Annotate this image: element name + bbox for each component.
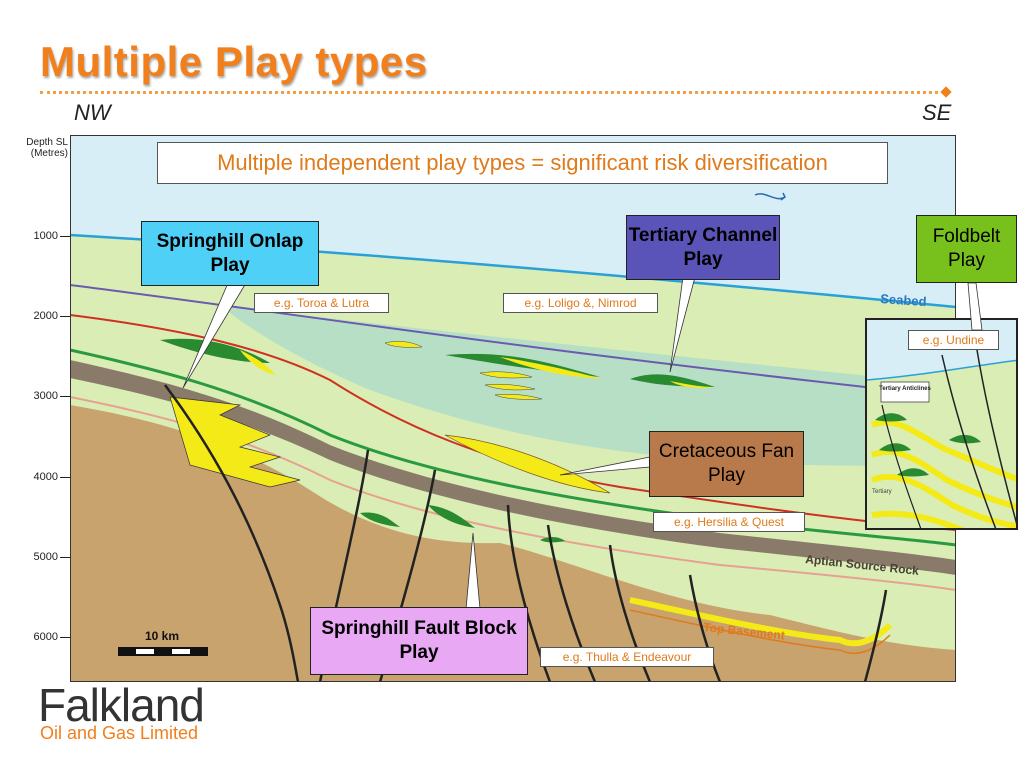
direction-se: SE (922, 100, 952, 125)
foldbelt-inset: Tertiary Anticlines Tertiary (865, 318, 1018, 530)
inset-thrust (941, 354, 997, 528)
fault-line (863, 589, 888, 682)
inset-thrust (881, 404, 922, 528)
channel-lens (494, 393, 543, 400)
seabed-label: Seabed (880, 291, 927, 309)
depth-tick-mark (60, 637, 70, 638)
depth-tick: 5000 (33, 551, 58, 563)
inset-anticline (897, 468, 929, 477)
depth-tick-mark (60, 396, 70, 397)
title-divider (40, 91, 945, 94)
springhill-onlap-play-box: Springhill Onlap Play (141, 221, 319, 286)
foldbelt-play-box: Foldbelt Play (916, 215, 1017, 283)
depth-tick-mark (60, 477, 70, 478)
fault-line (163, 384, 300, 682)
inset-reservoir (870, 419, 1016, 482)
scale-bar-segment (172, 649, 190, 654)
inset-thrust (976, 349, 1016, 525)
geological-cross-section: Seabed Aptian Source Rock Top Basement 1… (70, 135, 956, 682)
tertiary-channel-yellow (670, 381, 715, 388)
cretaceous-horizon (70, 314, 956, 531)
inset-anticline (875, 413, 907, 422)
example-undine: e.g. Undine (908, 330, 999, 350)
scale-bar-label: 10 km (145, 629, 179, 643)
slide-title: Multiple Play types (40, 38, 428, 85)
springhill-reservoir-deep (629, 597, 893, 647)
inset-anticlines-tag (880, 381, 930, 403)
foldbelt-inset-diagram: Tertiary Anticlines Tertiary (867, 320, 1016, 528)
fish-icon (754, 192, 786, 201)
example-toroa-lutra: e.g. Toroa & Lutra (254, 293, 389, 313)
inset-anticlines-label: Tertiary Anticlines (879, 386, 931, 392)
basement (70, 405, 956, 682)
direction-nw: NW (74, 100, 111, 125)
inset-anticline (879, 443, 911, 452)
depth-axis-title: Depth SL (Metres) (26, 137, 68, 159)
fault-block-green (360, 512, 400, 527)
springhill-fault-block-play-box: Springhill Fault Block Play (310, 607, 528, 675)
inset-tertiary-label: Tertiary (872, 489, 892, 495)
onlap-reservoir (169, 396, 301, 488)
inset-reservoir (870, 473, 1016, 528)
depth-tick: 3000 (33, 390, 58, 402)
tertiary-channel-body (630, 374, 715, 387)
fault-block-green (428, 505, 475, 528)
fault-block-green (540, 537, 565, 543)
depth-tick-mark (60, 316, 70, 317)
channel-yellow-1 (500, 357, 602, 379)
depth-tick-mark (60, 236, 70, 237)
scale-bar-segment (136, 649, 154, 654)
company-logo-name: Falkland (38, 679, 205, 731)
depth-tick: 2000 (33, 310, 58, 322)
depth-tick: 6000 (33, 631, 58, 643)
scale-bar (118, 647, 208, 656)
cretaceous-fan-play-box: Cretaceous Fan Play (649, 431, 804, 497)
tertiary-channel-play-box: Tertiary Channel Play (626, 215, 780, 280)
top-basement-line (629, 609, 891, 655)
channel-lens (484, 383, 536, 391)
fan-reservoir (444, 434, 611, 494)
company-logo-subtitle: Oil and Gas Limited (40, 723, 199, 743)
risk-diversification-banner: Multiple independent play types = signif… (157, 142, 888, 184)
fault-line (688, 574, 722, 682)
channel-lens (384, 341, 423, 348)
aptian-source-rock (70, 360, 956, 575)
example-thulla-endeavour: e.g. Thulla & Endeavour (540, 647, 714, 667)
depth-tick-mark (60, 557, 70, 558)
green-horizon (70, 348, 956, 547)
onlap-green-lens (160, 338, 270, 363)
channel-lens (479, 371, 533, 379)
depth-tick: 4000 (33, 471, 58, 483)
example-hersilia-quest: e.g. Hersilia & Quest (653, 512, 805, 532)
divider-end-marker (940, 86, 952, 98)
inset-reservoir (871, 510, 966, 528)
inset-seabed (867, 359, 1016, 381)
onlap-yellow-lens (240, 350, 275, 375)
example-loligo-nimrod: e.g. Loligo &, Nimrod (503, 293, 658, 313)
tertiary-horizon (70, 284, 956, 398)
depth-tick: 1000 (33, 230, 58, 242)
inset-reservoir (870, 448, 1016, 510)
